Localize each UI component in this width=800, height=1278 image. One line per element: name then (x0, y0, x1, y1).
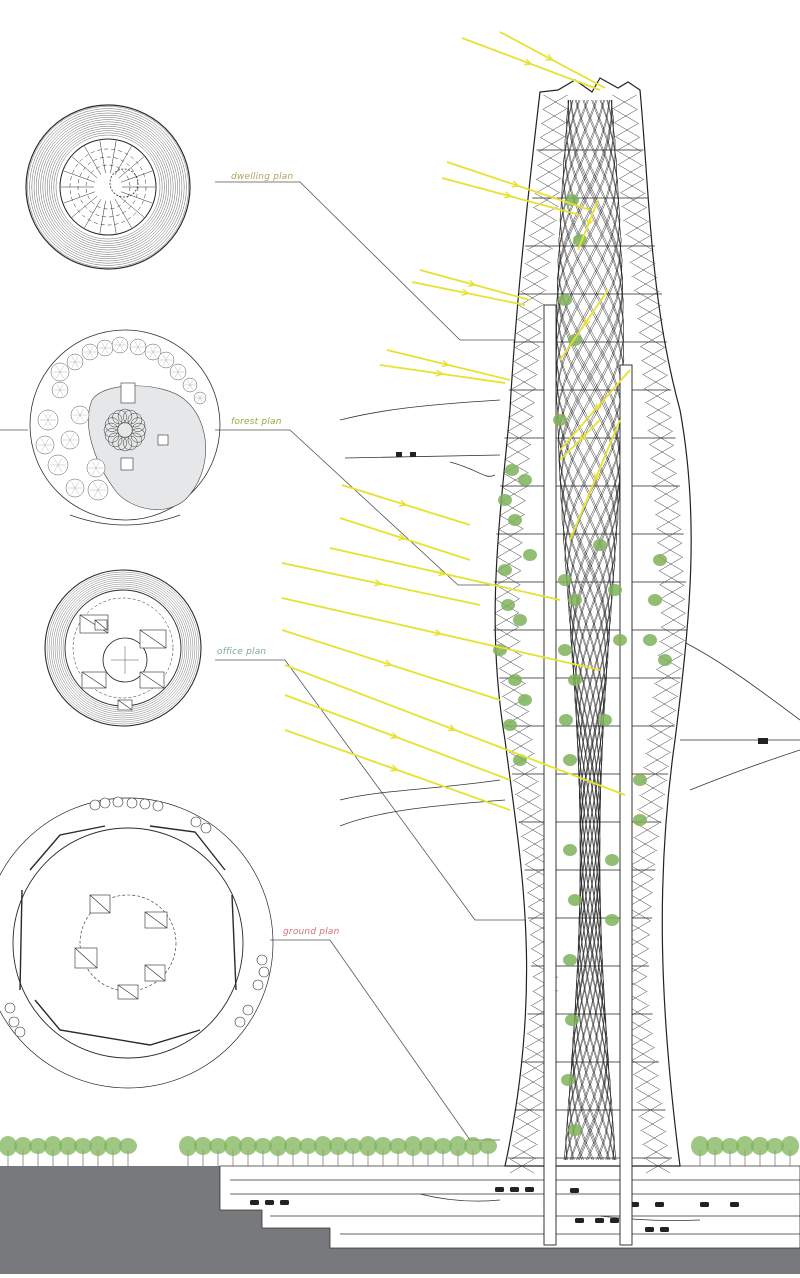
tree-symbol (44, 1136, 62, 1166)
tree-symbol (70, 405, 90, 425)
tree-symbol (464, 1137, 482, 1166)
tower-section (339, 77, 800, 1246)
tree-symbol (179, 1136, 197, 1166)
tree-symbol (299, 1138, 317, 1166)
car-symbol (495, 1187, 504, 1192)
sun-ray-arrows (281, 31, 631, 811)
access-ramps (339, 399, 800, 827)
leader-office (215, 659, 525, 921)
tree-symbol (479, 1138, 497, 1166)
tree-symbol (35, 435, 55, 455)
car-symbol (660, 1227, 669, 1232)
car-symbol (610, 1218, 619, 1223)
car-symbol (595, 1218, 604, 1223)
office-plan-drawing (44, 569, 202, 727)
leader-dwelling (215, 181, 520, 341)
tree-symbol (254, 1138, 272, 1166)
car-symbol (280, 1200, 289, 1205)
tree-symbol (374, 1137, 392, 1166)
dwelling-plan-drawing (25, 104, 191, 270)
tree-symbol (86, 458, 106, 478)
car-symbol (265, 1200, 274, 1205)
ground-tree-line (0, 1136, 799, 1166)
tree-symbol (60, 430, 80, 450)
tree-symbol (269, 1136, 287, 1166)
tree-symbol (81, 343, 99, 361)
tree-symbol (0, 1136, 17, 1166)
tree-symbol (193, 391, 207, 405)
tree-symbol (389, 1138, 407, 1166)
car-symbol (655, 1202, 664, 1207)
tree-symbol (104, 1137, 122, 1166)
tree-symbol (129, 338, 147, 356)
dwelling-plan-label: dwelling plan (231, 172, 294, 182)
tree-symbol (434, 1138, 452, 1166)
car-symbol (645, 1227, 654, 1232)
tree-symbol (37, 409, 59, 431)
basement-section (0, 1165, 800, 1274)
tree-symbol (89, 1136, 107, 1166)
tree-symbol (59, 1137, 77, 1166)
tree-symbol (47, 454, 69, 476)
leader-ground (270, 939, 500, 1141)
tree-symbol (766, 1138, 784, 1166)
tree-symbol (224, 1136, 242, 1166)
leader-lines (0, 181, 525, 1141)
tree-symbol (691, 1136, 709, 1166)
tree-symbol (74, 1138, 92, 1166)
tree-symbol (66, 353, 84, 371)
tree-symbol (721, 1138, 739, 1166)
tree-symbol (329, 1137, 347, 1166)
car-symbol (250, 1200, 259, 1205)
tree-symbol (284, 1137, 302, 1166)
tree-symbol (157, 351, 175, 369)
tree-symbol (209, 1138, 227, 1166)
forest-plan-drawing (29, 329, 221, 526)
tree-symbol (29, 1138, 47, 1166)
tower-cores (543, 304, 633, 1246)
car-symbol (700, 1202, 709, 1207)
tree-symbol (419, 1137, 437, 1166)
car-symbol (525, 1187, 534, 1192)
car-symbol (510, 1187, 519, 1192)
tree-symbol (119, 1138, 137, 1166)
tree-symbol (194, 1137, 212, 1166)
tree-symbol (65, 478, 85, 498)
tree-symbol (359, 1136, 377, 1166)
tree-symbol (449, 1136, 467, 1166)
car-symbol (570, 1188, 579, 1193)
leader-forest-2 (215, 429, 500, 586)
tree-symbol (314, 1136, 332, 1166)
tree-symbol (404, 1136, 422, 1166)
tree-symbol (736, 1136, 754, 1166)
tree-symbol (182, 377, 198, 393)
tree-symbol (144, 343, 162, 361)
tree-symbol (751, 1137, 769, 1166)
forest-plan-label: forest plan (231, 417, 282, 427)
car-symbol (730, 1202, 739, 1207)
office-plan-label: office plan (217, 647, 267, 657)
ground-plan-label: ground plan (283, 927, 340, 937)
tree-symbol (51, 381, 69, 399)
tree-symbol (50, 362, 70, 382)
tree-symbol (344, 1138, 362, 1166)
car-symbol (575, 1218, 584, 1223)
tree-symbol (706, 1137, 724, 1166)
ground-plan-drawing (0, 796, 274, 1089)
tree-symbol (781, 1136, 799, 1166)
tree-symbol (96, 339, 114, 357)
tree-symbol (111, 336, 129, 354)
tree-symbol (14, 1137, 32, 1166)
tree-symbol (169, 363, 187, 381)
tree-symbol (239, 1137, 257, 1166)
tree-symbol (87, 479, 109, 501)
